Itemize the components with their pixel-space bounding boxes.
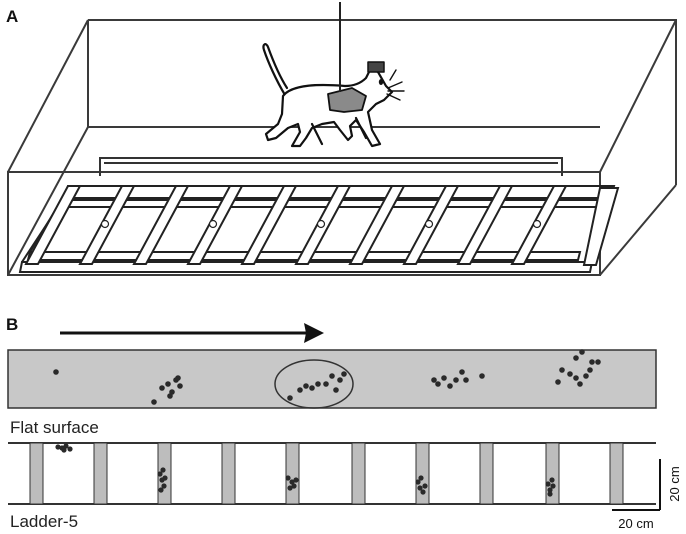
enclosure-box <box>7 19 677 276</box>
footprint-dot <box>63 443 69 449</box>
ladder-rung <box>132 185 190 265</box>
footprint-dot <box>422 483 428 489</box>
rung-marker <box>532 219 542 229</box>
footprint-dot <box>53 369 59 375</box>
footprint-dot <box>549 477 555 483</box>
ladder-rung <box>348 185 406 265</box>
footprint-dot <box>417 485 423 491</box>
rung-marker <box>100 219 110 229</box>
footprint-dot <box>441 375 447 381</box>
ladder-rung <box>240 185 298 265</box>
ladder-rung <box>456 185 514 265</box>
footprint-dot <box>577 381 583 387</box>
footprint-dot <box>479 373 485 379</box>
footprint-dot <box>55 444 61 450</box>
footprint-dot <box>341 371 347 377</box>
panel-a-label: A <box>6 7 18 26</box>
footprint-dot <box>329 373 335 379</box>
ladder-rung <box>29 442 44 505</box>
ladder-rung <box>93 442 108 505</box>
footprint-dot <box>151 399 157 405</box>
footprint-dot <box>177 383 183 389</box>
footprint-dot <box>431 377 437 383</box>
footprint-dot <box>303 383 309 389</box>
ladder-5-footprints <box>55 443 556 497</box>
footprint-dot <box>175 375 181 381</box>
footprint-dot <box>583 373 589 379</box>
footprint-dot <box>463 377 469 383</box>
footprint-dot <box>555 379 561 385</box>
flat-surface-caption: Flat surface <box>10 418 99 437</box>
footprint-dot <box>157 471 163 477</box>
footprint-dot <box>158 487 164 493</box>
footprint-dot <box>573 355 579 361</box>
footprint-dot <box>415 479 421 485</box>
footprint-dot <box>315 381 321 387</box>
ladder-rung <box>351 442 366 505</box>
footprint-dot <box>323 381 329 387</box>
footprint-dot <box>161 483 167 489</box>
flat-surface-footprints <box>53 349 601 405</box>
footprint-dot <box>573 375 579 381</box>
footprint-dot <box>159 385 165 391</box>
footprint-dot <box>459 369 465 375</box>
ladder-rung <box>24 185 82 265</box>
scale-bars <box>612 459 661 511</box>
footprint-dot <box>287 395 293 401</box>
footprint-dot <box>333 387 339 393</box>
right-arrow-icon <box>60 323 324 343</box>
footprint-dot <box>545 481 551 487</box>
ladder-5-caption: Ladder-5 <box>10 512 78 531</box>
footprint-dot <box>420 489 426 495</box>
ladder-rung <box>285 442 300 505</box>
vertical-scale-label: 20 cm <box>667 466 682 501</box>
footprint-dot <box>165 381 171 387</box>
footprint-dot <box>309 385 315 391</box>
footprint-dot <box>579 349 585 355</box>
footprint-dot <box>61 447 67 453</box>
footprint-dot <box>297 387 303 393</box>
ladder-rung <box>609 442 624 505</box>
flat-surface-strip <box>7 349 657 409</box>
footprint-dot <box>547 487 553 493</box>
footprint-dot <box>285 475 291 481</box>
footprint-dot <box>160 467 166 473</box>
ladder-rung <box>415 442 430 505</box>
footprint-dot <box>162 475 168 481</box>
footprint-dot <box>337 377 343 383</box>
rung-marker <box>316 219 326 229</box>
footprint-dot <box>418 475 424 481</box>
panel-b-label: B <box>6 315 18 334</box>
footprint-dot <box>589 359 595 365</box>
ladder-rungs <box>24 185 568 265</box>
footprint-dot <box>547 491 553 497</box>
footprint-dot <box>595 359 601 365</box>
footprint-dot <box>167 393 173 399</box>
footprint-dot <box>67 446 73 452</box>
ladder-rung <box>221 442 236 505</box>
footprint-dot <box>559 367 565 373</box>
horizontal-scale-label: 20 cm <box>618 516 653 531</box>
rear-rail <box>99 157 563 176</box>
footprint-dot <box>447 383 453 389</box>
ladder-5-rungs <box>29 442 624 505</box>
ladder-rung <box>479 442 494 505</box>
footprint-dot <box>550 483 556 489</box>
footprint-dot <box>567 371 573 377</box>
footprint-dot <box>289 479 295 485</box>
footprint-dot <box>435 381 441 387</box>
footprint-dot <box>291 483 297 489</box>
highlighted-cluster-outline <box>274 359 354 409</box>
footprint-dot <box>293 477 299 483</box>
footprint-dot <box>587 367 593 373</box>
rung-marker <box>208 219 218 229</box>
rung-marker <box>424 219 434 229</box>
cat-icon <box>262 43 405 148</box>
footprint-dot <box>287 485 293 491</box>
footprint-dot <box>453 377 459 383</box>
